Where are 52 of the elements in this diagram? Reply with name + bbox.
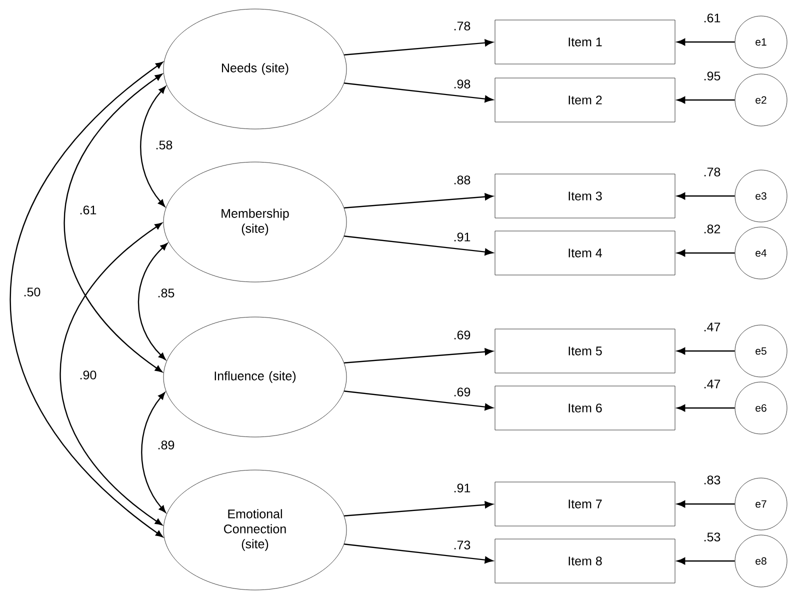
loading-arrow <box>344 501 494 516</box>
covariance-arrow <box>60 222 162 526</box>
edge-label: .82 <box>702 224 722 234</box>
edge-label: .89 <box>156 440 176 450</box>
edge-label: .58 <box>154 140 174 150</box>
covariance-arrow <box>140 86 166 207</box>
edge-label: .83 <box>702 474 722 486</box>
edge-label: .85 <box>156 288 176 298</box>
indicator-box: Item 2 <box>494 78 676 122</box>
indicator-box: Item 4 <box>494 230 676 276</box>
loading-arrow <box>344 390 494 410</box>
error-arrow <box>676 96 735 104</box>
error-arrow <box>676 404 735 412</box>
edge-label: .61 <box>702 12 722 24</box>
edge-label: .88 <box>452 174 472 186</box>
edge-label: .90 <box>78 370 98 380</box>
edge-label: .47 <box>702 378 722 390</box>
indicator-box: Item 7 <box>494 482 676 526</box>
covariance-arrow <box>64 74 162 372</box>
edge-label: .95 <box>702 70 722 82</box>
error-arrow <box>676 192 735 200</box>
loading-arrow <box>344 82 494 102</box>
loading-arrow <box>344 193 494 208</box>
error-arrow <box>676 500 735 508</box>
edge-label: .91 <box>452 482 472 494</box>
error-arrow <box>676 38 735 46</box>
loading-arrow <box>344 236 494 256</box>
edge-label: .98 <box>452 78 472 90</box>
edge-label: .47 <box>702 322 722 332</box>
edge-label: .61 <box>78 204 98 216</box>
covariance-arrow <box>138 243 168 360</box>
edge-label: .69 <box>452 386 472 398</box>
edge-label: .78 <box>452 20 472 32</box>
indicator-box: Item 8 <box>494 538 676 584</box>
indicator-box: Item 1 <box>494 20 676 64</box>
edge-label: .53 <box>702 532 722 542</box>
edge-label: .73 <box>452 540 472 550</box>
error-arrow <box>676 249 735 257</box>
edge-label: .69 <box>452 330 472 340</box>
edge-label: .50 <box>22 286 42 298</box>
edge-label: .91 <box>452 232 472 242</box>
error-arrow <box>676 347 735 355</box>
indicator-box: Item 3 <box>494 174 676 218</box>
covariance-arrow <box>10 62 163 538</box>
edge-label: .78 <box>702 166 722 178</box>
loading-arrow <box>344 39 494 56</box>
indicator-box: Item 5 <box>494 328 676 374</box>
error-arrow <box>676 557 735 565</box>
loading-arrow <box>344 544 494 564</box>
indicator-box: Item 6 <box>494 386 676 430</box>
loading-arrow <box>344 348 494 364</box>
covariance-arrow <box>141 392 166 513</box>
